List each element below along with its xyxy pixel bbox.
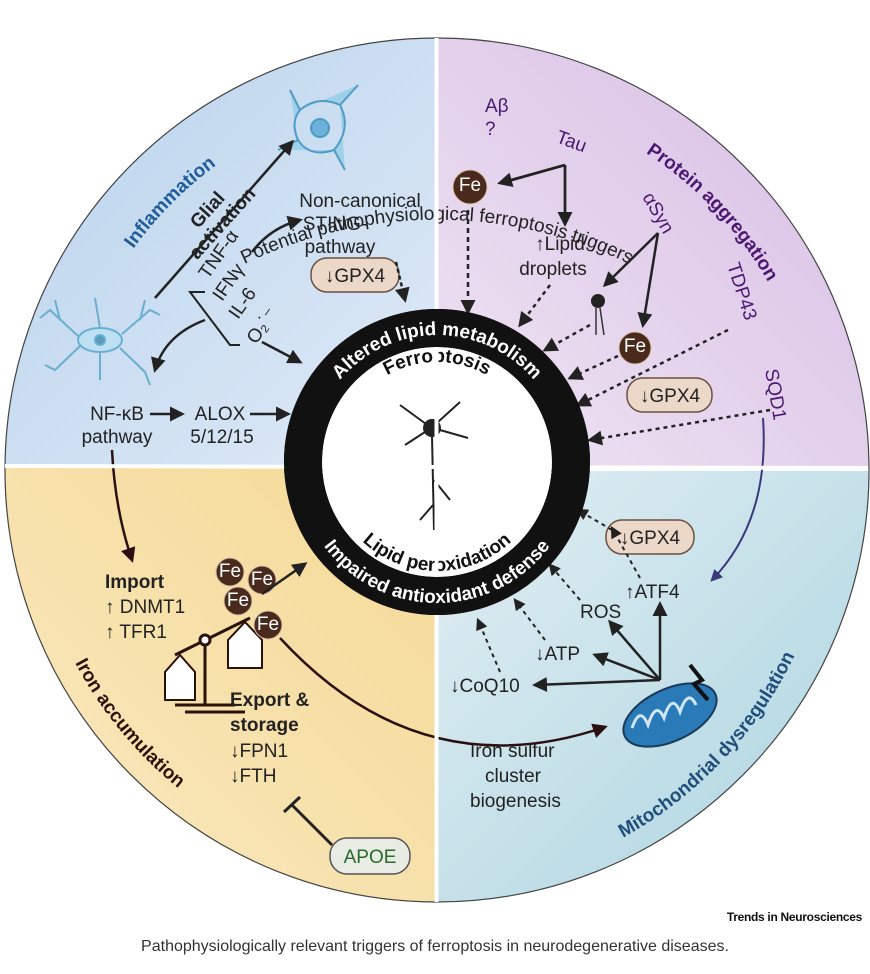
gpx4-label-mito: ↓GPX4	[620, 528, 681, 549]
iron-sulfur-line-2: cluster	[485, 766, 542, 787]
fe-label-tau: Fe	[459, 175, 481, 196]
export-heading-2: storage	[230, 715, 299, 736]
lipid-dashed-arrow	[518, 284, 551, 328]
gpx4-label-inflammation: ↓GPX4	[325, 266, 386, 287]
alox-line-2: 5/12/15	[190, 427, 253, 448]
asyn-fe-arrow	[637, 232, 660, 328]
journal-name: Trends in Neurosciences	[726, 910, 862, 924]
ros-label: ROS	[580, 602, 621, 623]
astrocyte-icon	[277, 84, 359, 171]
sod1-mito-arrow	[710, 417, 765, 582]
atp-label: ↓ATP	[535, 644, 580, 665]
cytokine-nfkb-arrow	[151, 318, 206, 373]
svg-text:Fe: Fe	[251, 569, 273, 590]
atf4-gpx4-arrow	[610, 525, 641, 579]
fe-icon-tau	[452, 169, 488, 205]
import-dnmt1: ↑ DNMT1	[105, 597, 185, 618]
microglia-icon	[39, 297, 161, 386]
atf4-label: ↑ATF4	[625, 582, 680, 603]
cytokine-sting-arrow	[251, 215, 303, 253]
tdp43-dashed-arrow	[575, 328, 729, 407]
lipid-line-1: ↑Lipid	[535, 234, 585, 255]
apoe-inhibition	[282, 795, 334, 847]
gpx4-pill-protein	[626, 377, 713, 413]
fe-icon-asyn	[618, 331, 652, 365]
sting-line-2: STING-	[303, 214, 367, 235]
svg-text:Fe: Fe	[219, 561, 241, 582]
fe-cluster: Fe Fe Fe Fe	[215, 557, 283, 640]
cytokine-bracket	[187, 291, 240, 346]
import-tfr1: ↑ TFR1	[105, 622, 167, 643]
fe-label-asyn: Fe	[624, 336, 646, 357]
gpx4-pill-mito	[605, 519, 695, 555]
abeta-label: Aβ	[485, 96, 509, 117]
import-heading: Import	[105, 572, 165, 593]
iron-sulfur-line-1: Iron sulfur	[470, 741, 555, 762]
lipid-line-2: droplets	[519, 259, 587, 280]
nfkb-line-2: pathway	[82, 427, 153, 448]
fe-asyn-dashed-arrow	[567, 354, 619, 380]
horizontal-divider	[4, 464, 869, 470]
atp-arrow	[513, 598, 546, 641]
phospholipid-dashed-arrow	[542, 323, 591, 352]
gpx4-ring-arrow	[575, 508, 613, 531]
svg-text:Fe: Fe	[227, 590, 249, 611]
iron-sulfur-line-3: biogenesis	[470, 791, 561, 812]
tau-fe-arrow	[497, 163, 566, 188]
lightning-icon	[688, 663, 710, 702]
export-fth: ↓FTH	[230, 766, 276, 787]
figure-caption: Pathophysiologically relevant triggers o…	[141, 938, 729, 955]
svg-text:Fe: Fe	[257, 614, 279, 635]
export-fpn1: ↓FPN1	[230, 741, 288, 762]
iron-scale-icon	[164, 616, 263, 714]
glial-activation-arrow	[154, 139, 294, 299]
coq10-arrow	[476, 617, 501, 673]
sting-line-3: pathway	[305, 237, 376, 258]
gpx4-label-protein: ↓GPX4	[640, 386, 701, 407]
nfkb-import-arrow	[110, 449, 136, 563]
apoe-label: APOE	[344, 847, 397, 868]
nfkb-line-1: NF-κB	[90, 404, 144, 425]
o2-arrow	[261, 340, 303, 364]
sting-line-1: Non-canonical	[299, 191, 420, 212]
mito-output-arrows	[532, 601, 668, 693]
alox-line-1: ALOX	[195, 404, 246, 425]
phospholipid-icon	[591, 294, 605, 336]
mitochondrion-icon	[622, 663, 718, 748]
sod1-dashed-arrow	[587, 408, 771, 446]
iron-mito-arrow	[279, 637, 608, 747]
abeta-question: ?	[485, 119, 496, 140]
export-heading-1: Export &	[230, 690, 309, 711]
coq10-label: ↓CoQ10	[450, 676, 520, 697]
iron-ring-arrow	[261, 562, 308, 596]
apoe-pill	[329, 837, 411, 875]
asyn-lipid-arrow	[602, 232, 659, 288]
gpx4-pill-inflammation	[310, 257, 400, 293]
